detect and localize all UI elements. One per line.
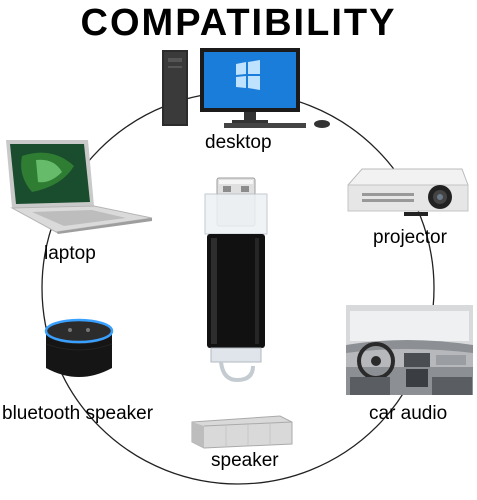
page-title: COMPATIBILITY [80, 2, 397, 44]
car-interior-icon [346, 305, 473, 395]
projector-label: projector [373, 227, 447, 248]
speaker-label: speaker [211, 450, 279, 471]
bluetooth-speaker-label: bluetooth speaker [2, 403, 154, 424]
speaker-icon [186, 412, 296, 450]
laptop-label: laptop [44, 243, 96, 264]
laptop-icon [2, 136, 154, 234]
usb-flash-drive-icon [203, 176, 269, 386]
car-audio-label: car audio [369, 403, 448, 424]
desktop-computer-icon [158, 44, 338, 129]
projector-icon [344, 163, 472, 221]
smart-speaker-icon [42, 316, 116, 386]
desktop-label: desktop [205, 132, 272, 153]
